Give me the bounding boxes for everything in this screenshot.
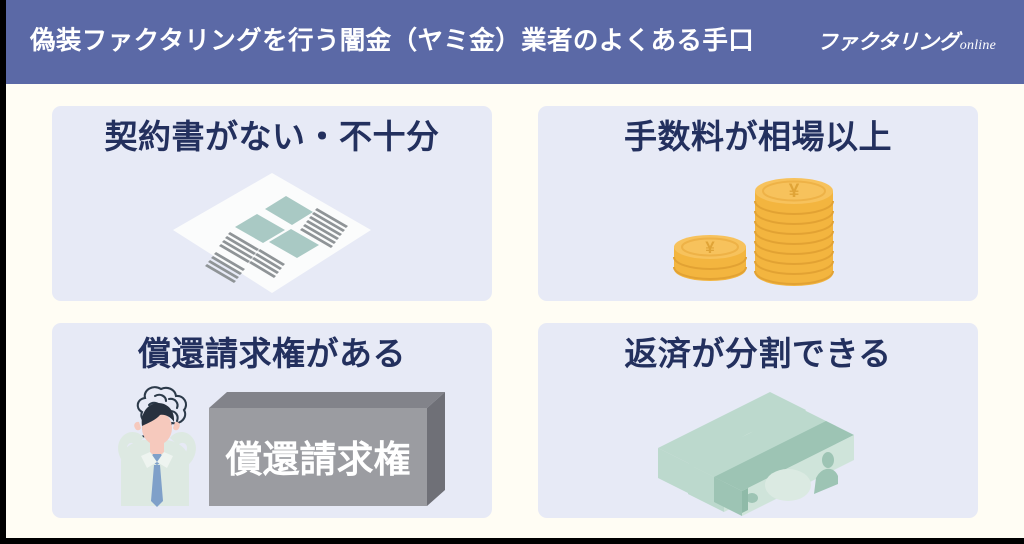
stressed-person-icon (118, 402, 196, 507)
page-canvas: 偽装ファクタリングを行う闇金（ヤミ金）業者のよくある手口 ファクタリング onl… (6, 0, 1024, 538)
recourse-burden-icon-svg: 償還請求権 (118, 385, 445, 507)
recourse-block-label: 償還請求権 (225, 439, 411, 480)
brand-logo-main: ファクタリング (816, 30, 960, 54)
banknotes-icon-svg (658, 392, 854, 516)
recourse-burden-icon: 償還請求権 (52, 381, 492, 518)
card-installment-title: 返済が分割できる (624, 335, 892, 372)
card-recourse-title: 償還請求権がある (138, 335, 406, 372)
banknote-front (714, 421, 854, 516)
brand-logo: ファクタリング online (817, 32, 996, 53)
card-fee-title: 手数料が相場以上 (624, 118, 892, 155)
card-contract: 契約書がない・不十分 (52, 106, 492, 301)
card-grid: 契約書がない・不十分 (52, 106, 978, 518)
recourse-block (209, 391, 445, 506)
page-title: 偽装ファクタリングを行う闇金（ヤミ金）業者のよくある手口 (30, 27, 755, 56)
yen-symbol-short: ¥ (705, 238, 715, 257)
coin-stack-tall: ¥ (753, 177, 834, 286)
yen-symbol-top: ¥ (788, 181, 799, 202)
brand-logo-sub: online (959, 37, 996, 53)
yen-coin-stack-icon: ¥ ¥ (538, 164, 978, 301)
card-recourse: 償還請求権がある (52, 323, 492, 518)
contract-document-icon (52, 164, 492, 301)
contract-document-icon-svg (173, 172, 371, 293)
card-fee: 手数料が相場以上 (538, 106, 978, 301)
coin-stack-short: ¥ (672, 234, 747, 281)
header-bar: 偽装ファクタリングを行う闇金（ヤミ金）業者のよくある手口 ファクタリング onl… (6, 0, 1024, 84)
card-contract-title: 契約書がない・不十分 (104, 118, 440, 155)
banknotes-icon (538, 381, 978, 518)
card-installment: 返済が分割できる (538, 323, 978, 518)
yen-coin-stack-icon-svg: ¥ ¥ (672, 177, 834, 286)
